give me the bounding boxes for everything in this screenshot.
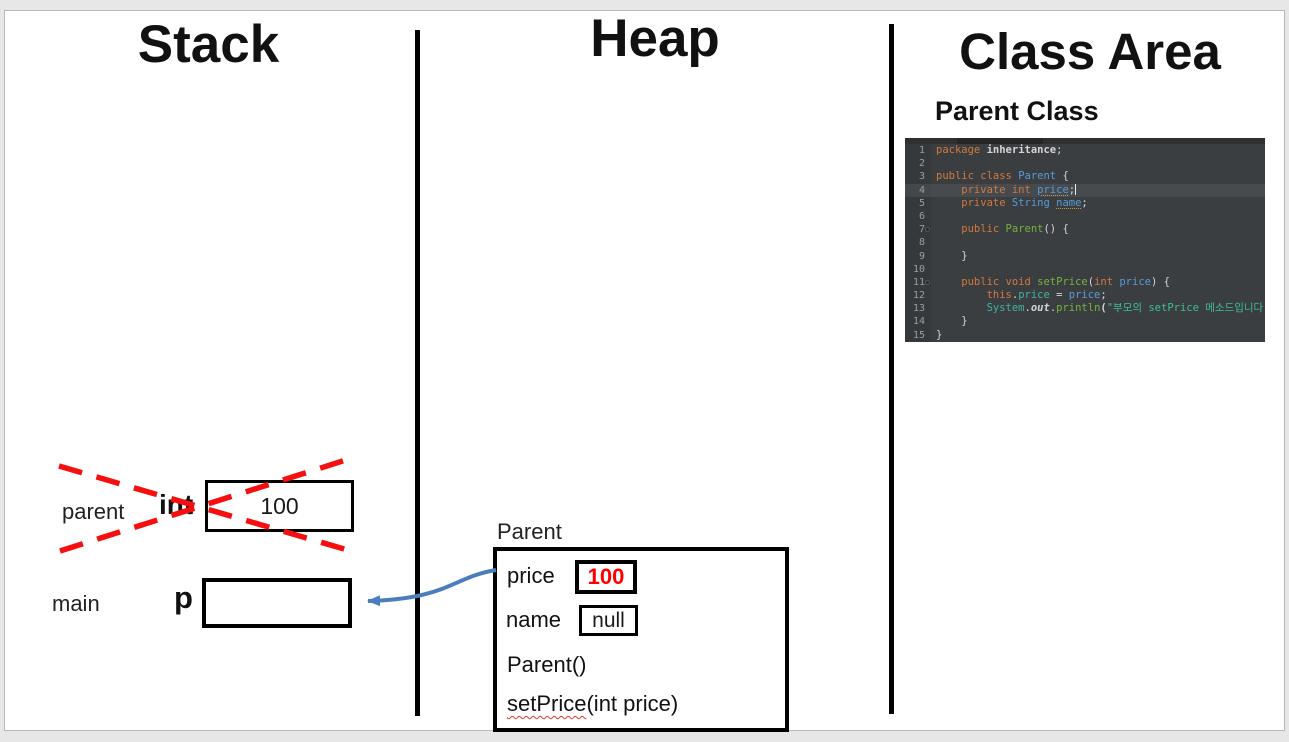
editor-tab-strip <box>905 138 1265 144</box>
line-number: 11 <box>905 275 925 290</box>
line-number: 1 <box>905 144 925 158</box>
stack-var-int-label: int <box>159 489 194 520</box>
code-line: 3 public class Parent { <box>905 170 1265 184</box>
line-number: 12 <box>905 289 925 303</box>
code-line: 13 System.out.println("부모의 setPrice 메소드입… <box>905 302 1265 316</box>
code-line-text: } <box>936 315 968 328</box>
method-marker-icon <box>925 279 930 285</box>
gutter-marker-column <box>925 315 931 329</box>
code-line-text: public class Parent { <box>936 170 1069 183</box>
heap-field-name-label: name <box>506 607 562 632</box>
code-line: 4 private int price; <box>905 183 1265 197</box>
code-line: 10 <box>905 262 1265 276</box>
gutter-marker-column <box>925 275 931 290</box>
code-line: 7 public Parent() { <box>905 223 1265 237</box>
stack-scope-parent-label: parent <box>62 499 125 524</box>
line-number: 3 <box>905 170 925 184</box>
gutter-marker-column <box>925 183 931 197</box>
editor-tab-segment <box>957 138 1043 144</box>
code-line: 14 } <box>905 315 1265 329</box>
parent-class-label: Parent Class <box>935 96 1099 126</box>
stack-var-p-label: p <box>174 580 193 615</box>
code-line: 9 } <box>905 249 1265 263</box>
line-number: 7 <box>905 223 925 237</box>
gutter-marker-column <box>925 236 931 250</box>
method-marker-icon <box>925 227 930 233</box>
line-number: 9 <box>905 249 925 263</box>
code-line-text: } <box>936 328 943 341</box>
heap-title: Heap <box>590 9 720 68</box>
text-cursor <box>1075 183 1077 195</box>
heap-method-setprice-args: (int price) <box>586 691 679 716</box>
gutter-marker-column <box>925 196 931 210</box>
gutter-marker-column <box>925 328 931 342</box>
code-line-text: public void setPrice(int price) { <box>936 275 1170 288</box>
code-line-text <box>931 157 936 170</box>
line-number: 13 <box>905 302 925 316</box>
line-number: 4 <box>905 183 925 197</box>
heap-method-setprice-name: setPrice <box>507 691 587 716</box>
heap-field-price-label: price <box>507 563 555 588</box>
gutter-marker-column <box>925 157 931 171</box>
code-line: 15} <box>905 328 1265 342</box>
gutter-marker-column <box>925 249 931 263</box>
code-line-text: System.out.println("부모의 setPrice 메소드입니다.… <box>936 302 1265 315</box>
line-number: 6 <box>905 209 925 224</box>
code-line-text <box>931 210 936 223</box>
gutter-marker-column <box>925 144 931 158</box>
code-line: 8 <box>905 236 1265 250</box>
code-line-text: public Parent() { <box>936 223 1069 236</box>
code-line: 1 package inheritance; <box>905 144 1265 158</box>
heap-price-value: 100 <box>587 564 625 589</box>
code-line: 11 public void setPrice(int price) { <box>905 275 1265 290</box>
heap-method-setprice: setPrice(int price) <box>507 691 678 717</box>
code-line-text: private int price; <box>936 183 1077 196</box>
gutter-marker-column <box>925 170 931 184</box>
line-number: 5 <box>905 196 925 210</box>
code-line: 6 <box>905 209 1265 224</box>
line-number: 2 <box>905 157 925 171</box>
line-number: 10 <box>905 262 925 276</box>
heap-object-label: Parent <box>497 519 562 544</box>
code-line-text: this.price = price; <box>936 289 1107 302</box>
line-number: 8 <box>905 236 925 250</box>
code-line-text <box>931 263 936 276</box>
gutter-marker-column <box>925 289 931 303</box>
stack-value-box-p <box>202 578 352 628</box>
gutter-marker-column <box>925 223 931 237</box>
stack-title: Stack <box>137 15 280 74</box>
gutter-marker-column <box>925 262 931 276</box>
code-line-text: private String name; <box>936 196 1088 209</box>
heap-name-value: null <box>592 608 625 632</box>
heap-method-constructor: Parent() <box>507 652 587 677</box>
divider-heap-class <box>889 24 894 714</box>
stack-value-100: 100 <box>260 492 299 519</box>
code-line: 2 <box>905 157 1265 171</box>
class-area-title: Class Area <box>959 23 1221 80</box>
code-line-text: package inheritance; <box>936 144 1063 156</box>
gutter-marker-column <box>925 302 931 316</box>
code-line: 5 private String name; <box>905 196 1265 210</box>
gutter-marker-column <box>925 209 931 224</box>
line-number: 14 <box>905 315 925 329</box>
stack-value-box-parent: 100 <box>205 480 354 532</box>
heap-field-name-box: null <box>579 605 638 636</box>
stack-scope-main-label: main <box>52 591 100 616</box>
line-number: 15 <box>905 328 925 342</box>
divider-stack-heap <box>415 30 420 716</box>
code-line-text: } <box>936 249 968 262</box>
code-line: 12 this.price = price; <box>905 289 1265 303</box>
code-line-text <box>931 236 936 249</box>
heap-field-price-box: 100 <box>575 560 637 594</box>
heap-object-box: price 100 name null Parent() setPrice(in… <box>493 547 789 732</box>
